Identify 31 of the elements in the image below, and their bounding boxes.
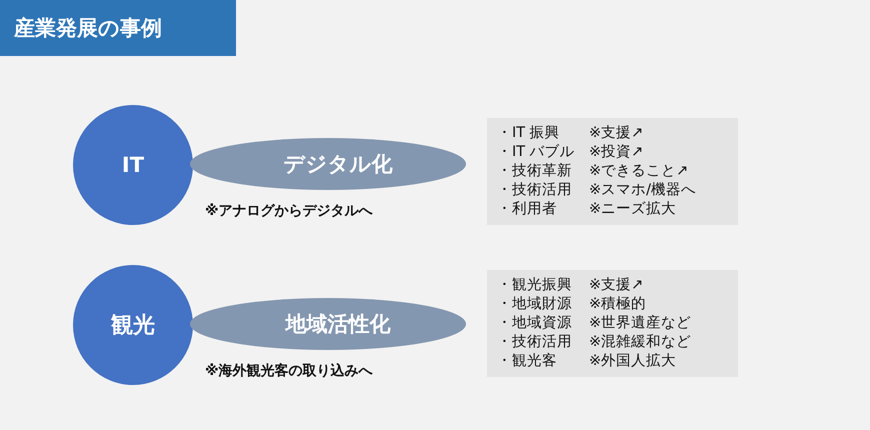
note-text: ※支援↗ xyxy=(589,276,644,295)
ellipse-label: デジタル化 xyxy=(284,152,392,176)
list-item: ・観光振興 xyxy=(497,276,573,295)
list-item: ・技術活用 xyxy=(497,333,573,352)
circle-label: 観光 xyxy=(111,313,155,338)
note-text: ※アナログからデジタルへ xyxy=(205,202,373,220)
note-text: ※スマホ/機器へ xyxy=(589,181,698,200)
list-item: ・地域資源 xyxy=(497,314,573,333)
note-text: ※投資↗ xyxy=(589,143,644,162)
ellipse-label: 地域活性化 xyxy=(286,312,390,336)
title-banner: 産業発展の事例 xyxy=(0,0,236,56)
list-item: ・IT 振興 xyxy=(497,124,561,143)
note-text: ※できること↗ xyxy=(589,162,690,181)
list-item: ・利用者 xyxy=(497,200,558,219)
list-item: ・技術革新 xyxy=(497,162,573,181)
note-text: ※外国人拡大 xyxy=(589,352,678,371)
circle xyxy=(73,105,193,225)
note-text: ※海外観光客の取り込みへ xyxy=(205,362,373,380)
ellipse xyxy=(190,298,466,350)
circle xyxy=(73,265,193,385)
note-text: ※混雑緩和など xyxy=(589,333,692,352)
ellipse xyxy=(190,138,466,190)
note-text: ※積極的 xyxy=(589,295,648,314)
note-text: ※ニーズ拡大 xyxy=(589,200,678,219)
list-item: ・地域財源 xyxy=(497,295,573,314)
list-item: ・技術活用 xyxy=(497,181,573,200)
list-item: ・観光客 xyxy=(497,352,558,371)
note-text: ※支援↗ xyxy=(589,124,644,143)
list-item: ・IT バブル xyxy=(497,143,576,162)
note-text: ※世界遺産など xyxy=(589,314,692,333)
circle-label: IT xyxy=(122,153,144,177)
